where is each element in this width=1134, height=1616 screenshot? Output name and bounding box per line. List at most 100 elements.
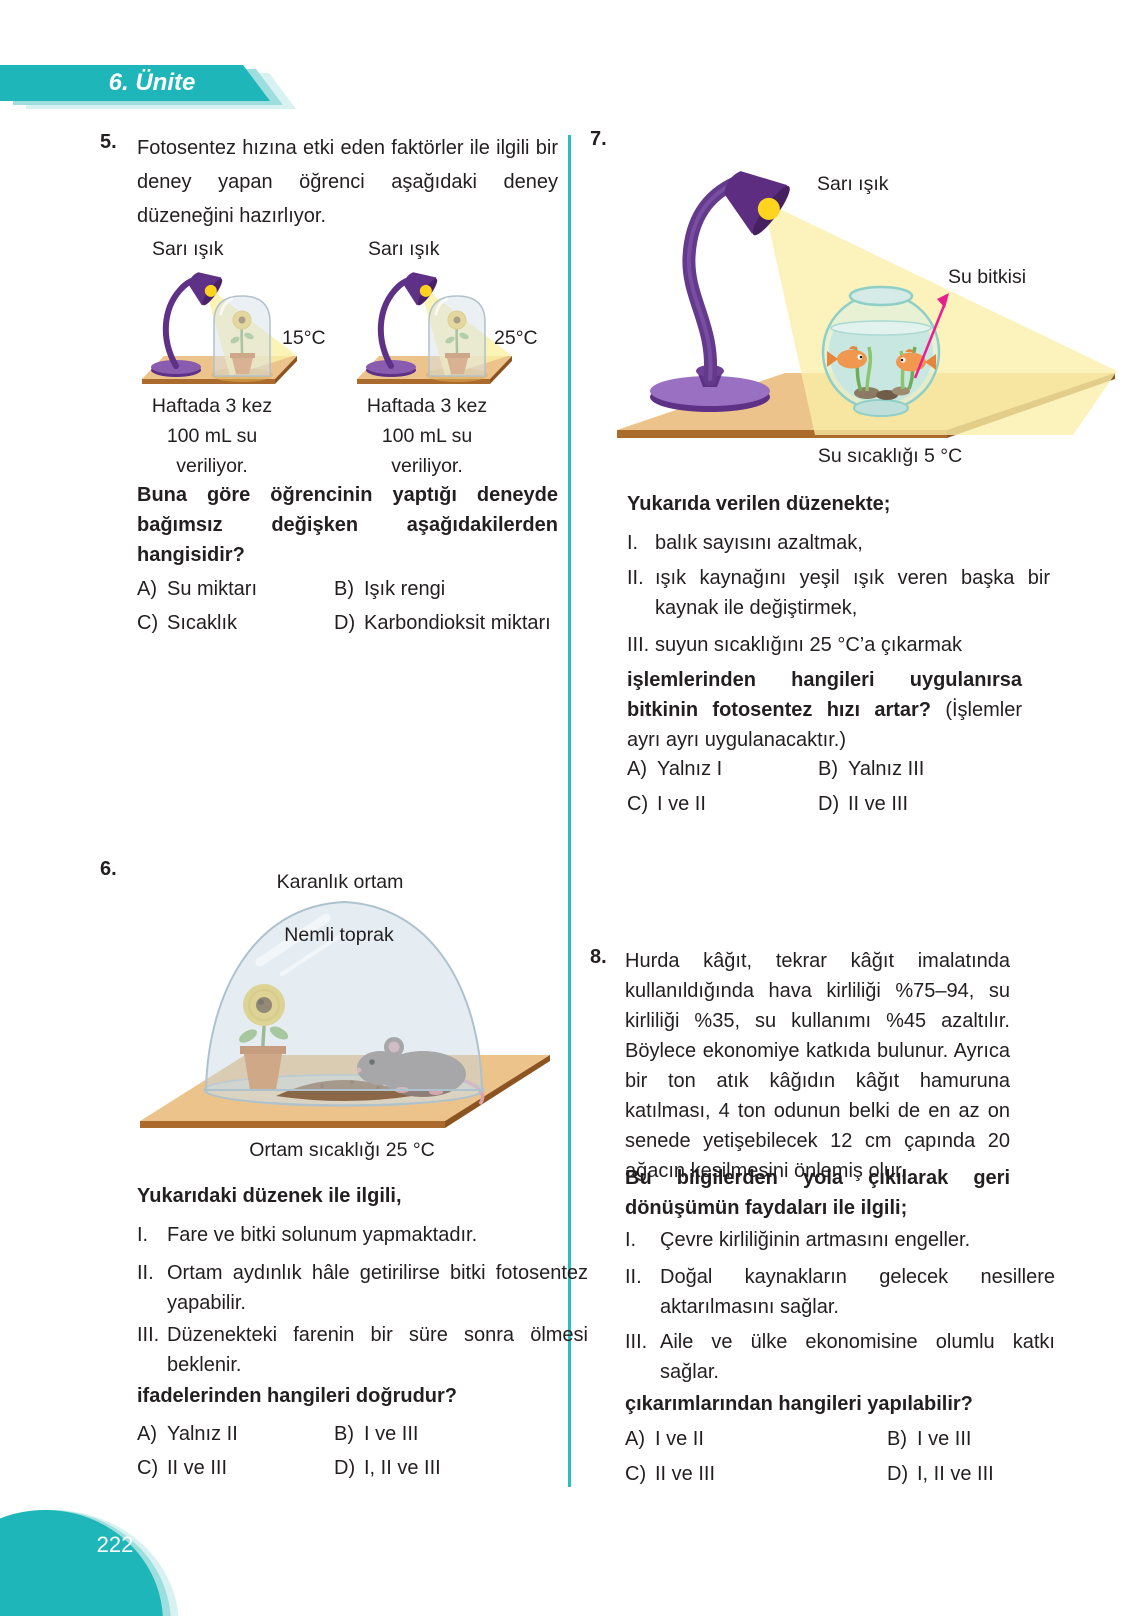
option-text: I ve III [364, 1423, 419, 1445]
q7-lead: Yukarıda verilen düzenekte; [627, 493, 891, 515]
option-text: Sıcaklık [167, 612, 238, 634]
q6-item-2: II.Ortam aydınlık hâle getirilirse bitki… [137, 1258, 588, 1318]
item-text: Çevre kirliliğinin artmasını engeller. [660, 1229, 971, 1251]
q5-option-b: B) Işık rengi [334, 578, 445, 601]
q6-dark-label: Karanlık ortam [276, 871, 404, 893]
bell-jar-icon [428, 295, 486, 377]
lamp-icon [366, 272, 438, 377]
caption-line: veriliyor. [391, 455, 463, 477]
option-label: C) [137, 612, 159, 634]
q8-number: 8. [590, 946, 607, 968]
q6-caption: Ortam sıcaklığı 25 °C [249, 1139, 435, 1161]
q5-number: 5. [100, 131, 117, 153]
q5-stem: Buna göre öğrencinin yaptığı deneyde bağ… [137, 484, 558, 566]
q7-plant-label: Su bitkisi [948, 266, 1027, 288]
q6-illustration [140, 900, 550, 1128]
lamp-icon [650, 171, 790, 412]
q8-item-2: II. Doğal kaynakların gelecek nesillere a… [625, 1262, 1055, 1322]
q6-lead: Yukarıdaki düzenek ile ilgili, [137, 1185, 402, 1207]
option-label: B) [818, 758, 838, 780]
page-number: 222 [96, 1532, 134, 1557]
column-divider [568, 135, 571, 1487]
option-text: Işık rengi [364, 578, 446, 600]
option-text: Yalnız II [167, 1423, 238, 1445]
q7-item-3: III.suyun sıcaklığını 25 °C’a çıkarmak [627, 630, 1050, 660]
option-text: Karbondioksit miktarı [364, 612, 551, 634]
q5-setup2-illustration [357, 272, 512, 384]
option-label: B) [887, 1428, 907, 1450]
item-numeral: III. [627, 634, 650, 656]
item-text: balık sayısını azaltmak, [655, 532, 863, 554]
q5-setup2-temperature: 25°C [494, 327, 538, 349]
q8-option-d: D) I, II ve III [887, 1463, 994, 1486]
item-text: Fare ve bitki solunum yapmaktadır. [167, 1224, 478, 1246]
page-number-badge [0, 1510, 163, 1616]
caption-line: 100 mL su [381, 425, 473, 447]
lamp-icon [151, 272, 223, 377]
caption-line: Haftada 3 kez [366, 395, 488, 417]
item-text: Aile ve ülke ekonomisine olumlu katkı sa… [660, 1331, 1055, 1383]
option-label: A) [627, 758, 647, 780]
q6-option-b: B) I ve III [334, 1423, 418, 1446]
option-label: D) [334, 612, 356, 634]
potted-plant-icon [238, 984, 289, 1090]
q7-option-b: B)Yalnız III [818, 758, 924, 781]
q8-body: Hurda kâğıt, tekrar kâğıt imalatında kul… [625, 950, 1010, 1182]
caption-line: veriliyor. [176, 455, 248, 477]
option-label: D) [818, 793, 840, 815]
option-label: D) [334, 1457, 356, 1479]
option-label: A) [625, 1428, 645, 1450]
q8-item-1: I. Çevre kirliliğinin artmasını engeller. [625, 1225, 1055, 1255]
item-text: suyun sıcaklığını 25 °C’a çıkarmak [655, 634, 963, 656]
q6-soil-label: Nemli toprak [284, 924, 394, 946]
option-text: II ve III [848, 793, 909, 815]
option-label: C) [137, 1457, 159, 1479]
item-numeral: II. [627, 567, 644, 589]
caption-line: 100 mL su [166, 425, 258, 447]
caption-line: Haftada 3 kez [151, 395, 273, 417]
q8-option-a: A) I ve II [625, 1428, 704, 1451]
option-label: B) [334, 1423, 354, 1445]
q8-lead: Bu bilgilerden yola çıkılarak geri dönüş… [625, 1167, 1010, 1219]
q6-number: 6. [100, 858, 117, 880]
q8-stem: çıkarımlarından hangileri yapılabilir? [625, 1393, 973, 1415]
option-text: I ve III [917, 1428, 972, 1450]
option-text: Yalnız I [657, 758, 723, 780]
item-text: ışık kaynağını yeşil ışık veren başka bi… [655, 567, 1050, 619]
q5-setup2-light-label: Sarı ışık [368, 238, 440, 260]
q6-option-c: C) II ve III [137, 1457, 227, 1480]
item-text: Düzenekteki farenin bir süre sonra ölmes… [167, 1324, 588, 1376]
q7-number: 7. [590, 128, 607, 150]
q7-item-2: II. ışık kaynağını yeşil ışık veren başka… [627, 563, 1050, 623]
option-label: C) [627, 793, 649, 815]
option-text: I, II ve III [364, 1457, 441, 1479]
q5-setup1-temperature: 15°C [282, 327, 326, 349]
q7-stem: işlemlerinden hangileri uygulanırsa bitk… [627, 665, 1022, 755]
q7-caption: Su sıcaklığı 5 °C [817, 445, 963, 467]
option-text: I ve II [657, 793, 706, 815]
item-numeral: III. [137, 1324, 160, 1346]
item-numeral: II. [625, 1266, 642, 1288]
stem-note: (İşlemler ayrı ayrı uygulanacaktır.) [627, 699, 1023, 751]
q6-stem: ifadelerinden hangileri doğrudur? [137, 1385, 458, 1407]
q6-item-3: III. Düzenekteki farenin bir süre sonra ö… [137, 1320, 588, 1380]
q5-option-a: A)Su miktarı [137, 578, 257, 601]
item-numeral: I. [627, 532, 639, 554]
q8-option-c: C)II ve III [625, 1463, 715, 1486]
option-label: B) [334, 578, 354, 600]
bell-jar-icon [213, 295, 271, 377]
option-text: II ve III [167, 1457, 228, 1479]
option-label: A) [137, 1423, 157, 1445]
item-text: Doğal kaynakların gelecek nesillere akta… [660, 1266, 1055, 1318]
unit-label: 6. Ünite [108, 69, 196, 96]
option-label: D) [887, 1463, 909, 1485]
item-numeral: I. [625, 1229, 637, 1251]
option-text: Su miktarı [167, 578, 258, 600]
q8-item-3: III.Aile ve ülke ekonomisine olumlu katk… [625, 1327, 1055, 1387]
stem-bold: işlemlerinden hangileri uygulanırsa bitk… [627, 669, 1022, 721]
option-text: I ve II [655, 1428, 704, 1450]
q6-option-a: A) Yalnız II [137, 1423, 238, 1446]
glass-dome-icon [204, 900, 484, 1107]
option-text: I, II ve III [917, 1463, 994, 1485]
